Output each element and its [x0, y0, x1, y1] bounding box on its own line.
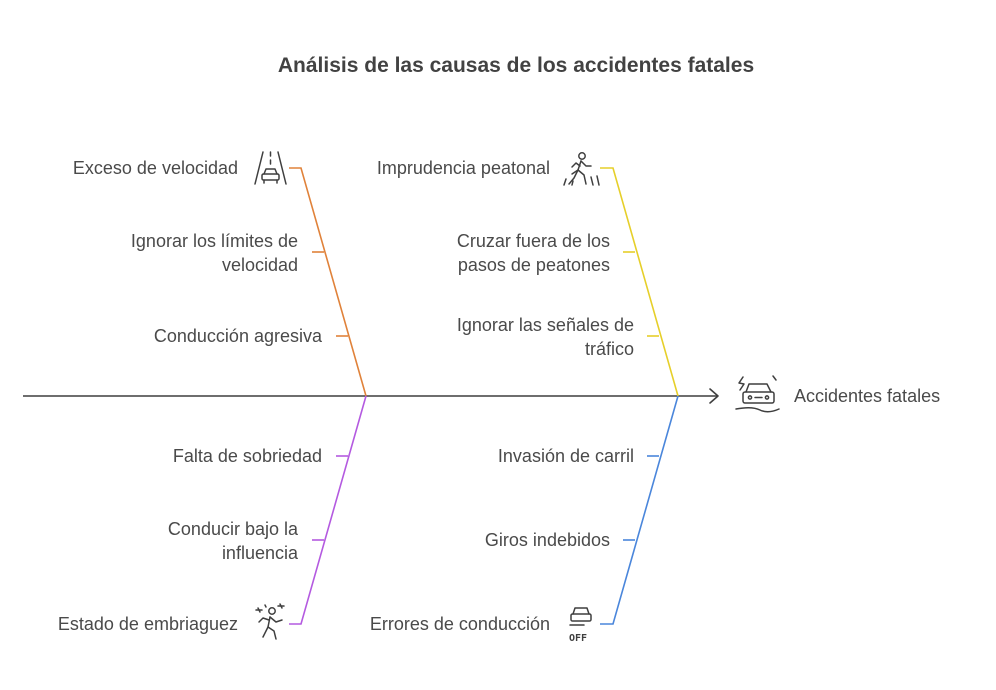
cause-label-driving-2: Giros indebidos [484, 530, 610, 550]
category-label-driving: Errores de conducción [369, 614, 550, 634]
effect-label: Accidentes fatales [794, 386, 941, 406]
car-crash-icon [735, 375, 780, 413]
cause-label-pedestrian-1: Cruzar fuera de los pasos de peatones [456, 231, 610, 275]
category-label-speed: Exceso de velocidad [72, 158, 238, 178]
alcohol-branch-line [289, 395, 367, 625]
cause-label-speed-1: Ignorar los límites de velocidad [130, 231, 298, 275]
category-label-pedestrian: Imprudencia peatonal [376, 158, 550, 178]
dizzy-person-icon [255, 603, 285, 640]
driving-branch-line [600, 395, 679, 625]
pedestrian-crossing-icon [563, 152, 600, 186]
car-off-road-icon: OFF [569, 607, 592, 644]
pedestrian-branch-line [600, 167, 679, 397]
cause-label-alcohol-2: Conducir bajo la influencia [167, 519, 298, 563]
car-off-road-icon-text: OFF [569, 633, 587, 644]
cause-label-pedestrian-2: Ignorar las señales de tráfico [456, 315, 634, 359]
speeding-car-icon [254, 151, 287, 185]
cause-label-driving-1: Invasión de carril [497, 446, 634, 466]
diagram-title: Análisis de las causas de los accidentes… [277, 54, 755, 77]
cause-label-speed-2: Conducción agresiva [153, 326, 322, 346]
speed-branch-line [289, 167, 367, 397]
spine-arrowhead [709, 388, 719, 404]
category-label-alcohol: Estado de embriaguez [57, 614, 238, 634]
cause-label-alcohol-1: Falta de sobriedad [172, 446, 322, 466]
